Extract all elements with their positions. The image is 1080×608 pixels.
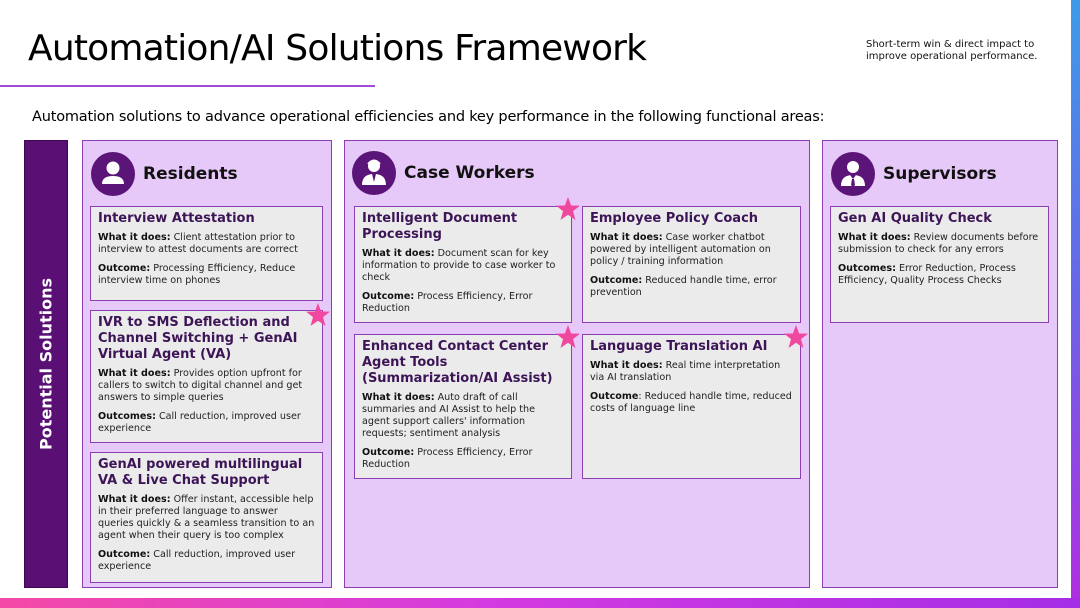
what-it-does: What it does: Real time interpretation v…: [590, 360, 781, 383]
outcome: Outcome: Processing Efficiency, Reduce i…: [98, 263, 296, 286]
card-interview-attestation: Interview Attestation What it does: Clie…: [90, 206, 323, 301]
card-enhanced-contact-center: Enhanced Contact Center Agent Tools (Sum…: [354, 334, 572, 479]
outcome: Outcome: Reduced handle time, reduced co…: [590, 391, 792, 414]
star-icon: [555, 324, 581, 350]
supervisors-header: Supervisors: [831, 152, 997, 196]
card-title: Gen AI Quality Check: [838, 211, 992, 226]
card-title: Language Translation AI: [590, 339, 768, 354]
what-it-does: What it does: Case worker chatbot powere…: [590, 232, 771, 267]
card-ivr-sms-deflection: IVR to SMS Deflection and Channel Switch…: [90, 310, 323, 443]
outcome: Outcome: Reduced handle time, error prev…: [590, 275, 777, 298]
potential-solutions-label: Potential Solutions: [36, 277, 56, 451]
card-genai-multilingual-va: GenAI powered multilingual VA & Live Cha…: [90, 452, 323, 583]
person-icon: [91, 152, 135, 196]
title-underline: [0, 85, 375, 87]
card-title: Enhanced Contact Center Agent Tools (Sum…: [362, 339, 553, 386]
page-title: Automation/AI Solutions Framework: [28, 28, 647, 69]
outcome: Outcome: Process Efficiency, Error Reduc…: [362, 447, 533, 470]
right-accent-bar: [1071, 0, 1080, 600]
supervisor-icon: [831, 152, 875, 196]
card-title: IVR to SMS Deflection and Channel Switch…: [98, 315, 298, 362]
card-intelligent-document-processing: Intelligent Document Processing What it …: [354, 206, 572, 323]
card-title: Employee Policy Coach: [590, 211, 759, 226]
card-title: GenAI powered multilingual VA & Live Cha…: [98, 457, 303, 488]
card-gen-ai-quality-check: Gen AI Quality Check What it does: Revie…: [830, 206, 1049, 323]
what-it-does: What it does: Client attestation prior t…: [98, 232, 298, 255]
case-workers-heading: Case Workers: [404, 163, 535, 183]
residents-heading: Residents: [143, 164, 238, 184]
star-icon: [783, 324, 809, 350]
card-employee-policy-coach: Employee Policy Coach What it does: Case…: [582, 206, 801, 323]
outcome: Outcome: Process Efficiency, Error Reduc…: [362, 291, 533, 314]
card-language-translation-ai: Language Translation AI What it does: Re…: [582, 334, 801, 479]
card-title: Interview Attestation: [98, 211, 255, 226]
residents-header: Residents: [91, 152, 238, 196]
potential-solutions-band: [24, 140, 68, 588]
what-it-does: What it does: Document scan for key info…: [362, 248, 556, 283]
star-icon: [305, 302, 331, 328]
intro-text: Automation solutions to advance operatio…: [32, 109, 825, 125]
what-it-does: What it does: Auto draft of call summari…: [362, 392, 535, 439]
bottom-accent-bar: [0, 598, 1080, 608]
case-worker-icon: [352, 151, 396, 195]
outcome: Outcome: Call reduction, improved user e…: [98, 549, 296, 572]
what-it-does: What it does: Offer instant, accessible …: [98, 494, 315, 541]
case-workers-header: Case Workers: [352, 151, 535, 195]
star-icon: [555, 196, 581, 222]
what-it-does: What it does: Review documents before su…: [838, 232, 1039, 255]
what-it-does: What it does: Provides option upfront fo…: [98, 368, 303, 403]
supervisors-heading: Supervisors: [883, 164, 997, 184]
outcome: Outcomes: Error Reduction, Process Effic…: [838, 263, 1016, 286]
outcome: Outcomes: Call reduction, improved user …: [98, 411, 301, 434]
card-title: Intelligent Document Processing: [362, 211, 518, 242]
tagline: Short-term win & direct impact to improv…: [866, 39, 1038, 62]
